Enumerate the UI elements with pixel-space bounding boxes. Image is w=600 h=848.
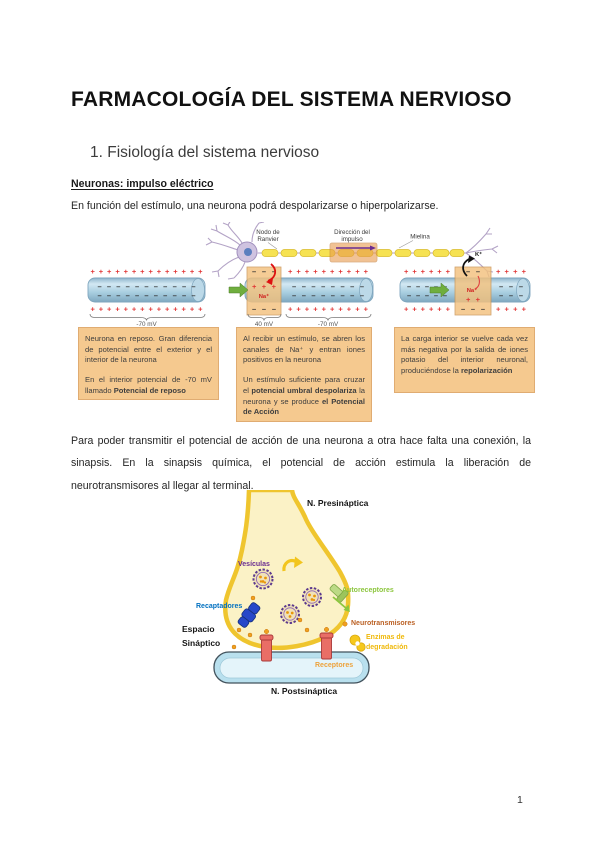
body-paragraph: Para poder transmitir el potencial de ac… xyxy=(71,435,531,492)
impulse-direction-arrow xyxy=(336,245,376,251)
plus-row: + + + + xyxy=(496,305,527,314)
postsynaptic-membrane-inner xyxy=(219,657,364,679)
info-box-repolarization: La carga interior se vuelve cada vez más… xyxy=(394,327,535,393)
box1-bold: Potencial de reposo xyxy=(113,385,186,395)
label-minus70mv: -70 mV xyxy=(136,321,157,328)
brace xyxy=(285,313,372,321)
na-arrow-small xyxy=(474,275,480,290)
mielina-pointer-line xyxy=(398,240,414,249)
plus-row: + + + + + + + + + + + + + + xyxy=(91,267,204,276)
plus-row: + + + + + + xyxy=(404,267,451,276)
plus-row: + + + + + + + + + + + + + + xyxy=(91,305,204,314)
plus-row: + + + xyxy=(252,282,277,291)
axon-segment-depolarized: – – – + + + Na⁺ – – – + + + + + + + + + … xyxy=(228,263,374,328)
minus-row: – – – – – xyxy=(407,282,447,291)
plus-row: + + + + xyxy=(496,267,527,276)
box3-text: La carga interior se vuelve cada vez más… xyxy=(401,334,528,376)
label-impulso: impulso xyxy=(341,236,363,243)
box2-bold-umbral: potencial umbral xyxy=(251,385,313,395)
label-direccion-del: Dirección del xyxy=(334,229,370,236)
box2-text2: Un estímulo suficiente para cruzar el xyxy=(243,375,365,395)
minus-row: – – – – – – – – – – – xyxy=(98,291,196,300)
box2-bold-accion: el Potencial de Acción xyxy=(243,396,365,417)
section-heading: 1. Fisiología del sistema nervioso xyxy=(90,144,320,161)
postsynaptic-receptor xyxy=(319,632,334,660)
box1-text: Neurona en reposo. Gran diferencia de po… xyxy=(85,334,212,365)
brace xyxy=(89,313,206,321)
na-ion-label: Na⁺ xyxy=(467,287,477,294)
label-mielina: Mielina xyxy=(410,234,430,241)
impulse-highlight-box xyxy=(329,242,378,263)
label-reuptake-transporters: Recaptadores xyxy=(196,603,243,610)
plus-row: + + + + + + xyxy=(404,305,451,314)
na-influx-arrowhead xyxy=(266,278,273,285)
axon-segment-repolarizing: + + + + + + – – – – – – – – – – + + + + … xyxy=(399,251,531,316)
axon-segment-resting: + + + + + + + + + + + + + + – – – – – – … xyxy=(87,267,206,328)
subheading-neuronas: Neuronas: impulso eléctrico xyxy=(71,178,214,190)
nodo-pointer-line xyxy=(267,242,278,250)
impulse-arrow xyxy=(429,282,450,298)
k-ion-label: K⁺ xyxy=(475,251,482,258)
label-40mv: 40 mV xyxy=(255,321,274,328)
stimulus-arrow xyxy=(228,282,249,298)
minus-row: – – xyxy=(466,267,480,276)
label-neurotransmitters: Neurotransmisores xyxy=(351,620,416,627)
box2-text3: la neurona y se produce xyxy=(243,385,365,406)
reuptake-transporter xyxy=(237,602,261,628)
label-vesicles: Vesículas xyxy=(238,561,270,568)
neurotransmitter-legend-dot xyxy=(342,621,348,627)
minus-row: – – – xyxy=(252,267,276,276)
label-minus70mv: -70 mV xyxy=(318,321,339,328)
plus-row: + + xyxy=(466,295,481,304)
label-postsynaptic-neuron: N. Postsináptica xyxy=(271,686,338,696)
info-box-action-potential: Al recibir un estímulo, se abren los can… xyxy=(236,327,372,422)
degradation-enzyme xyxy=(349,634,366,652)
neurotransmitter-dots xyxy=(231,595,330,650)
minus-row: – – – – – xyxy=(407,291,447,300)
label-receptors: Receptores xyxy=(315,662,354,669)
box1-text2: En el interior potencial de -70 mV llama… xyxy=(85,375,212,395)
info-box-resting-potential: Neurona en reposo. Gran diferencia de po… xyxy=(78,327,219,400)
page-title: FARMACOLOGÍA DEL SISTEMA NERVIOSO xyxy=(71,88,512,111)
label-degradation-enzymes: Enzimas de degradación xyxy=(366,633,408,652)
box3-bold: repolarización xyxy=(460,366,513,376)
minus-row: – – – xyxy=(499,291,523,300)
vesicle xyxy=(280,604,300,624)
page-number: 1 xyxy=(517,794,523,806)
minus-row: – – – – – – – – xyxy=(292,291,364,300)
neuron-impulse-diagram: Nodo de Ranvier Dirección del impulso Mi… xyxy=(87,222,531,328)
na-ion-label: Na⁺ xyxy=(259,293,269,300)
label-nodo-de: Nodo de xyxy=(256,229,280,236)
synapse-diagram xyxy=(213,490,370,684)
postsynaptic-receptor xyxy=(259,634,274,662)
neuron-nucleus xyxy=(244,248,252,256)
vesicle xyxy=(302,587,322,607)
vesicle xyxy=(252,568,274,590)
box2-bold-despolariza: despolariza xyxy=(314,385,357,395)
autoreceptor-arrow xyxy=(332,596,350,612)
release-arrow xyxy=(282,556,303,572)
label-enzymes-line1: Enzimas de xyxy=(366,634,405,641)
minus-row: – – – – – – – – xyxy=(292,282,364,291)
label-presynaptic-neuron: N. Presináptica xyxy=(307,498,369,508)
label-enzymes-line2: degradación xyxy=(366,643,408,651)
label-autoreceptors: Autoreceptores xyxy=(342,587,394,594)
k-efflux-arrowhead xyxy=(468,255,475,263)
repolarizing-zone xyxy=(454,266,492,316)
brace xyxy=(247,313,282,321)
minus-row: – – – xyxy=(499,282,523,291)
k-efflux-arrow xyxy=(462,258,470,277)
plus-row: + + + + + + + + + + xyxy=(288,267,369,276)
plus-row: + + + + + + + + + + xyxy=(288,305,369,314)
neuron-dendrites xyxy=(205,222,265,280)
minus-row: – – – – – – – – – – – xyxy=(98,282,196,291)
minus-row: – – – xyxy=(252,305,276,314)
label-synaptic-space-line1: Espacio xyxy=(182,624,215,634)
box2-text: Al recibir un estímulo, se abren los can… xyxy=(243,334,365,365)
label-ranvier: Ranvier xyxy=(257,236,278,243)
label-synaptic-space-line2: Sináptico xyxy=(182,637,221,648)
intro-paragraph: En función del estímulo, una neurona pod… xyxy=(71,200,439,212)
minus-row: – – – xyxy=(461,305,485,314)
